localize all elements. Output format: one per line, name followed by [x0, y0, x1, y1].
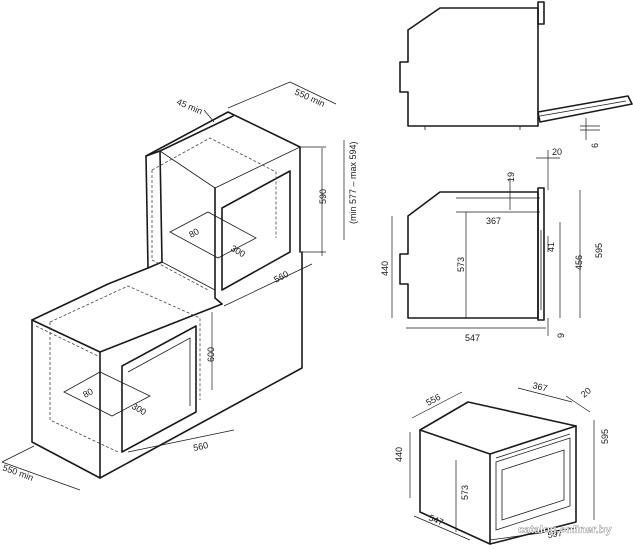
label-low-vent-d: 300: [130, 401, 148, 417]
oven-side-body: [399, 191, 539, 319]
label-low-width: 550 min: [1, 462, 35, 482]
oven-door-window: [495, 437, 571, 531]
side-view-dimensioned: 20 19 367 595 573 456 440 41 9 547: [380, 147, 604, 343]
label-s-total: 595: [594, 243, 604, 258]
cabinet-drawing: [1, 81, 345, 491]
label-low-vent-w: 80: [81, 386, 95, 400]
label-i-depth: 556: [424, 392, 442, 408]
dim-line-low-width: [1, 461, 81, 491]
label-top-height: 590: [318, 189, 328, 204]
upper-cabinet-top: [145, 111, 301, 253]
dim-line-iso-547: [413, 515, 471, 541]
label-top-vent-w: 80: [187, 226, 201, 240]
label-side-six: 6: [590, 143, 600, 148]
dim-line-top-560: [223, 263, 313, 307]
oven-front-panel: [537, 187, 545, 321]
open-door: [537, 95, 633, 123]
label-s-small: 41: [546, 242, 556, 252]
dim-line-low-560: [127, 429, 235, 453]
label-top-depth: 45 min: [175, 97, 204, 117]
label-s-body: 573: [456, 257, 466, 272]
label-i-t: 20: [579, 385, 593, 399]
label-s-len: 547: [465, 333, 480, 343]
label-top-vent-d: 300: [229, 243, 247, 259]
cabinet-labels: 45 min 550 min 590 (min 577 – max 594) 8…: [1, 87, 358, 483]
side-view-door-open: 6: [399, 1, 633, 148]
label-s-gap: 19: [506, 172, 516, 182]
lower-cabinet-opening: [121, 325, 197, 453]
label-s-front: 456: [574, 255, 584, 270]
label-i-w: 367: [532, 380, 549, 393]
label-i-bot: 597: [547, 528, 563, 540]
watermark: catalog.onliner.by: [518, 524, 612, 536]
lower-cabinet-top-left: [31, 267, 149, 321]
dim-line-iso-367: [517, 387, 573, 403]
label-top-side: 560: [272, 269, 290, 285]
label-top-width: 550 min: [293, 87, 326, 109]
upper-cabinet-opening: [221, 170, 291, 291]
label-s-side: 440: [380, 261, 390, 276]
label-top-range: (min 577 – max 594): [348, 141, 358, 224]
upper-cabinet-top-inner: [159, 115, 234, 152]
label-low-height: 600: [206, 347, 216, 362]
label-s-depth: 367: [486, 216, 501, 226]
dim-line-556: [411, 391, 463, 419]
upper-cabinet-front-edge: [214, 187, 223, 305]
dim-line-top-width: [227, 81, 291, 109]
isometric-oven: 556 367 20 595 440 573 547 597: [394, 380, 610, 545]
label-s-bottom: 9: [556, 333, 566, 338]
label-s-top: 20: [552, 147, 562, 157]
lower-cabinet-front: [99, 303, 223, 479]
label-i-h: 595: [600, 429, 610, 444]
oven-body-side: [399, 7, 539, 127]
upper-vent-recess: [169, 211, 257, 259]
label-low-side: 560: [192, 440, 209, 453]
label-i-body: 573: [460, 485, 470, 500]
label-i-side: 440: [394, 447, 404, 462]
oven-outline: [419, 401, 577, 545]
lower-vent-recess: [63, 371, 151, 417]
label-i-len: 547: [427, 513, 445, 528]
